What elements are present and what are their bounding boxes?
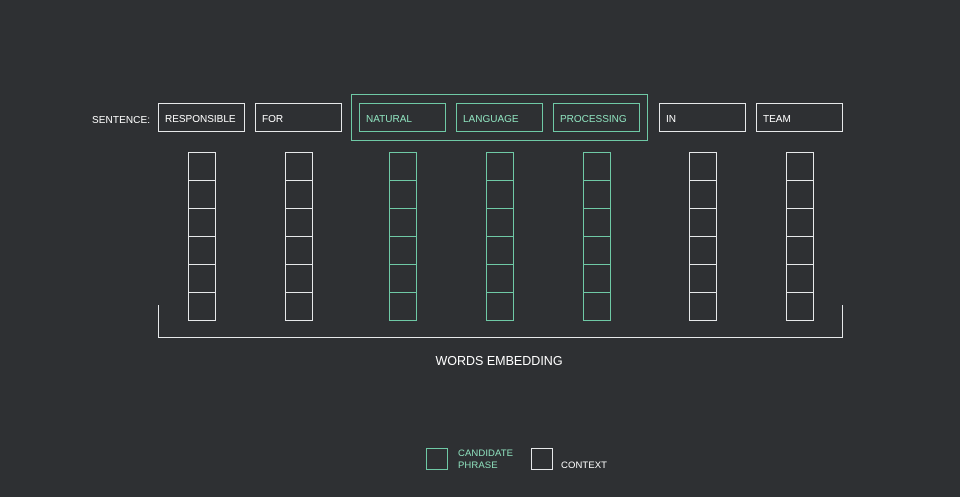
embedding-cell [486,264,514,293]
word-label: FOR [262,114,284,125]
embedding-cell [689,264,717,293]
word-label: NATURAL [366,114,412,125]
embedding-cell [389,208,417,237]
embedding-cell [689,152,717,181]
embedding-column-natural [389,152,417,321]
embedding-cell [689,292,717,321]
word-label: RESPONSIBLE [165,114,236,125]
embedding-cell [188,292,216,321]
sentence-label: SENTENCE: [92,115,151,126]
embedding-cell [583,180,611,209]
embedding-cell [285,180,313,209]
embedding-cell [389,236,417,265]
embedding-column-processing [583,152,611,321]
embedding-cell [786,180,814,209]
embedding-cell [786,208,814,237]
candidate-phrase-group [351,94,648,141]
word-box-language: LANGUAGE [456,103,543,132]
embedding-cell [583,208,611,237]
words-embedding-label: WORDS EMBEDDING [435,354,563,368]
embedding-column-language [486,152,514,321]
embedding-column-team [786,152,814,321]
embedding-cell [188,236,216,265]
embedding-cell [786,152,814,181]
embedding-cell [188,152,216,181]
word-box-in: IN [659,103,746,132]
legend-candidate-label-line2: PHRASE [458,460,498,471]
embedding-cell [285,264,313,293]
word-label: TEAM [763,114,791,125]
embedding-cell [583,264,611,293]
embedding-cell [486,208,514,237]
embedding-cell [389,152,417,181]
embedding-cell [583,152,611,181]
embedding-cell [389,292,417,321]
embedding-cell [486,180,514,209]
word-label: IN [666,114,676,125]
embedding-cell [285,208,313,237]
embedding-cell [188,264,216,293]
word-label: PROCESSING [560,114,627,125]
embedding-cell [786,236,814,265]
embedding-cell [188,180,216,209]
embedding-cell [389,180,417,209]
legend-context-swatch [531,448,553,470]
embedding-cell [689,180,717,209]
embedding-column-for [285,152,313,321]
embedding-cell [583,236,611,265]
word-label: LANGUAGE [463,114,519,125]
legend-candidate-label-line1: CANDIDATE [458,448,514,459]
embedding-cell [583,292,611,321]
embedding-cell [285,152,313,181]
word-box-natural: NATURAL [359,103,446,132]
embedding-cell [689,208,717,237]
legend-candidate-swatch [426,448,448,470]
embedding-column-in [689,152,717,321]
embedding-cell [389,264,417,293]
embedding-column-responsible [188,152,216,321]
embedding-cell [786,264,814,293]
word-box-team: TEAM [756,103,843,132]
embedding-cell [285,292,313,321]
embedding-cell [285,236,313,265]
word-box-responsible: RESPONSIBLE [158,103,245,132]
embedding-cell [786,292,814,321]
embedding-cell [486,292,514,321]
legend-context-label: CONTEXT [561,460,608,471]
embedding-bracket [158,305,843,338]
word-box-for: FOR [255,103,342,132]
embedding-cell [188,208,216,237]
word-box-processing: PROCESSING [553,103,640,132]
embedding-cell [486,152,514,181]
embedding-cell [486,236,514,265]
embedding-cell [689,236,717,265]
